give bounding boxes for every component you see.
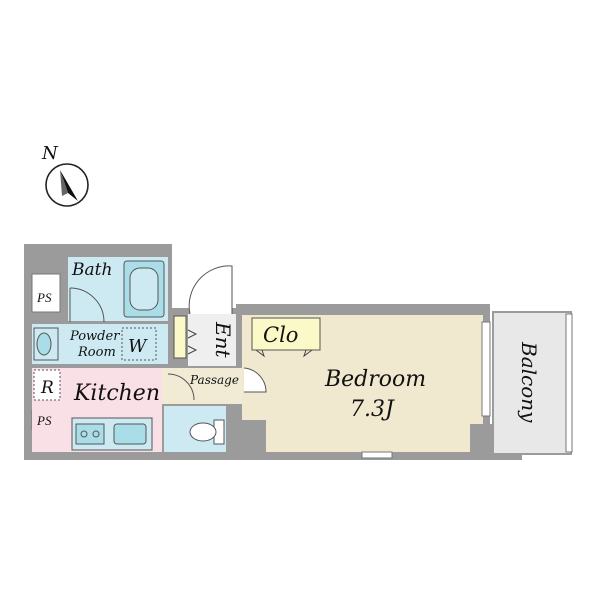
bath-label: Bath xyxy=(71,260,112,280)
balcony-label: Balcony xyxy=(517,341,541,423)
powder-room-label-line1: Powder xyxy=(69,329,120,344)
bedroom-column xyxy=(470,424,490,460)
powder-room-label-line2: Room xyxy=(77,345,116,360)
fridge-label: R xyxy=(40,378,54,398)
entrance-area xyxy=(188,314,236,366)
ps-top-label: PS xyxy=(36,290,52,305)
front-door-swing xyxy=(188,265,233,315)
passage-label: Passage xyxy=(189,373,239,387)
passage-door-swing xyxy=(167,373,195,401)
washbasin-icon xyxy=(33,327,59,361)
bedroom-label: Bedroom xyxy=(324,367,426,392)
kitchen-counter-icon xyxy=(71,417,153,451)
bedroom-door-swing xyxy=(243,367,267,393)
shoe-cabinet xyxy=(173,315,187,359)
washer-space xyxy=(121,327,157,361)
window-bedroom-south xyxy=(361,451,393,459)
bedroom-wall-notch xyxy=(242,420,266,452)
bath-door-swing xyxy=(69,287,105,323)
fridge-space xyxy=(33,369,61,401)
closet-label: Clo xyxy=(263,323,298,347)
compass-north-arrow-icon xyxy=(45,163,89,207)
passage-area xyxy=(162,368,242,404)
compass: N xyxy=(41,143,89,207)
kitchen-label: Kitchen xyxy=(73,381,160,406)
entrance-cabinet-doors xyxy=(187,329,198,355)
bedroom-size-label: 7.3J xyxy=(350,397,395,422)
washer-label: W xyxy=(128,336,148,357)
entrance-label: Ent xyxy=(211,321,235,358)
compass-north-label: N xyxy=(41,143,59,164)
ps-shaft-top xyxy=(31,273,61,313)
window-balcony xyxy=(565,313,573,453)
window-bedroom-east xyxy=(481,321,491,417)
toilet-icon xyxy=(189,419,225,445)
ps-bottom-label: PS xyxy=(36,413,52,428)
closet-door-icon xyxy=(255,349,313,358)
balcony-area xyxy=(492,311,572,455)
bathtub-icon xyxy=(123,260,165,318)
closet-area xyxy=(251,317,321,351)
